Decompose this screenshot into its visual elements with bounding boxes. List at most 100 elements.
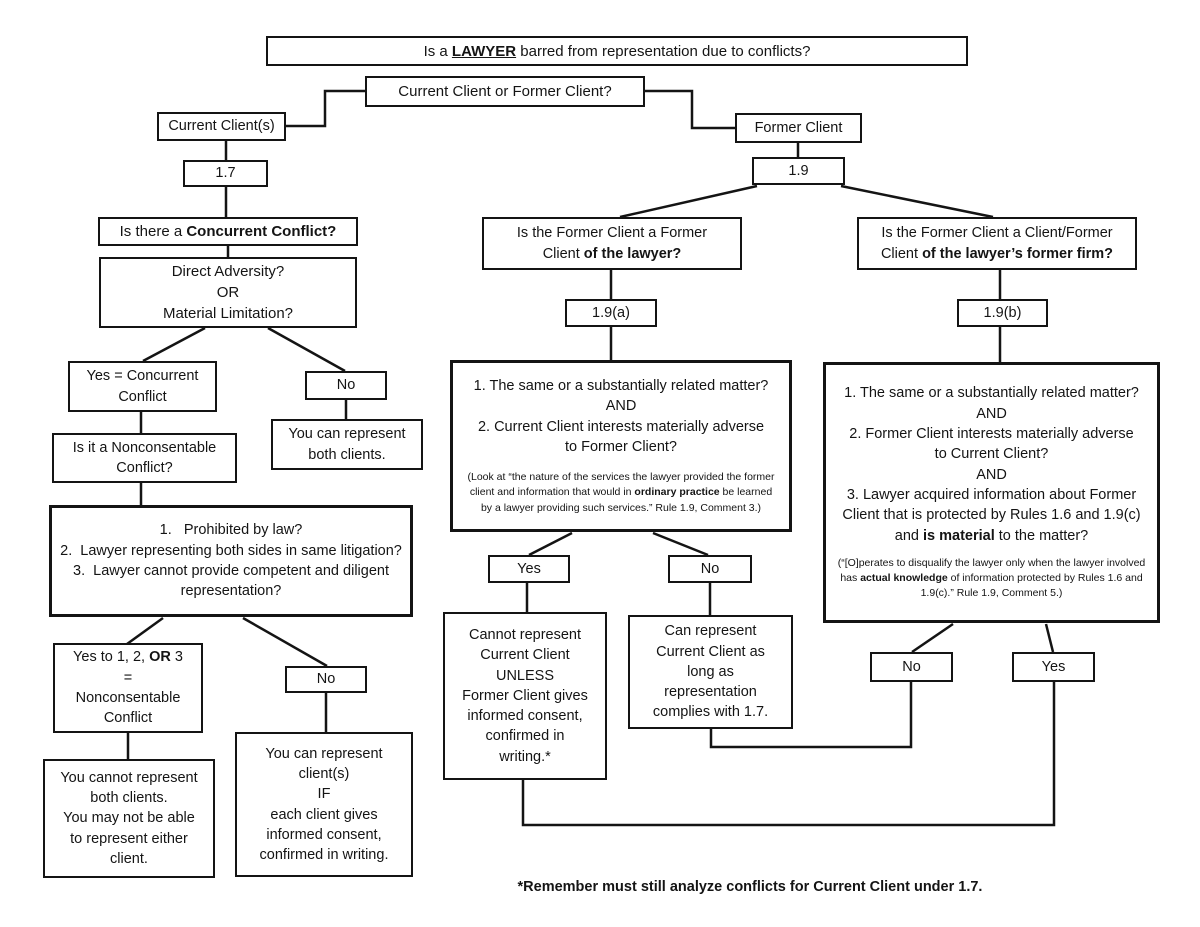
cannot-represent-both-text: You cannot represent both clients. You m… (60, 769, 198, 867)
connector-19-to-lawyer-q (619, 184, 758, 219)
test-3: 3. Lawyer cannot provide competent and d… (73, 563, 389, 600)
criteria-19b-note-text-2: of information protected by Rules 1.6 an… (920, 572, 1143, 600)
criteria-19b-item3-text-2: to the matter? (994, 527, 1089, 544)
yes-19a-label: Yes (517, 560, 541, 577)
current-client-label: Current Client(s) (168, 118, 275, 135)
criteria-19a-and: AND (605, 398, 637, 415)
connector-cannot-represent-to-19b-yes (521, 682, 1056, 827)
criteria-19a-note: (Look at “the nature of the services the… (459, 470, 783, 516)
rule-19b-label: 1.9(b) (983, 304, 1022, 321)
lawyer-q-line1: Is the Former Client a Former (516, 225, 708, 242)
connector-tests-to-yes123 (126, 616, 164, 646)
consent-result-text: You can represent client(s) IF each clie… (259, 745, 389, 864)
firm-q-line2: Client (880, 245, 923, 262)
adversity-text: Direct Adversity? OR Material Limitation… (162, 263, 294, 322)
node-firm-question: Is the Former Client a Client/Former Cli… (857, 217, 1137, 270)
node-no-concurrent: No (305, 371, 387, 400)
node-can-represent-current: Can represent Current Client as long as … (628, 615, 793, 729)
rule-17-label: 1.7 (215, 165, 236, 182)
node-19a-criteria: 1. The same or a substantially related m… (450, 360, 792, 532)
lawyer-q-emphasis: of the lawyer? (583, 245, 682, 262)
criteria-19b-and2: AND (976, 466, 1007, 483)
footnote-text: *Remember must still analyze conflicts f… (517, 879, 983, 895)
connector-adversity-to-yes (142, 326, 206, 363)
node-cannot-represent-current: Cannot represent Current Client UNLESS F… (443, 612, 607, 780)
connector-19-to-firm-q (840, 184, 994, 219)
connector-adversity-to-no (267, 326, 346, 373)
criteria-19b-item3-emphasis: is material (922, 527, 995, 544)
node-nonconsentable-question: Is it a Nonconsentable Conflict? (52, 433, 237, 483)
criteria-19b-item2: 2. Former Client interests materially ad… (849, 426, 1134, 463)
criteria-19b-note-emphasis: actual knowledge (860, 572, 948, 585)
node-current-client: Current Client(s) (157, 112, 286, 141)
yes-123-text: Yes to 1, 2, (73, 649, 150, 666)
yes-123-emphasis: OR (149, 649, 171, 666)
connector-tests-to-no (242, 616, 328, 668)
criteria-19a-note-emphasis: ordinary practice (634, 486, 720, 499)
criteria-19a-note-text-2: be learned by a lawyer providing such se… (480, 486, 773, 514)
node-title: Is a LAWYER barred from representation d… (266, 36, 968, 66)
criteria-19b-item1: 1. The same or a substantially related m… (844, 385, 1139, 402)
node-yes-concurrent: Yes = Concurrent Conflict (68, 361, 217, 412)
nonconsentable-q-text: Is it a Nonconsentable Conflict? (72, 439, 217, 476)
node-no-nonconsentable: No (285, 666, 367, 693)
criteria-19b-item3: 3. Lawyer acquired information about For… (832, 485, 1151, 546)
root-question-text: Current Client or Former Client? (398, 83, 612, 100)
node-rule-19a: 1.9(a) (565, 299, 657, 327)
no-concurrent-label: No (336, 377, 356, 394)
node-19b-no: No (870, 652, 953, 682)
node-19a-yes: Yes (488, 555, 570, 583)
firm-q-emphasis: of the lawyer’s former firm? (922, 245, 1114, 262)
node-19a-no: No (668, 555, 752, 583)
concurrent-q-emphasis: Concurrent Conflict? (186, 223, 337, 240)
title-text: Is a (423, 42, 452, 60)
node-former-client: Former Client (735, 113, 862, 143)
node-lawyer-question: Is the Former Client a Former Client of … (482, 217, 742, 270)
criteria-19b-note: (“[O]perates to disqualify the lawyer on… (832, 556, 1151, 602)
criteria-19b-item3-text: 3. Lawyer acquired information about For… (842, 486, 1141, 544)
concurrent-q-text: Is there a (119, 223, 187, 240)
connector-19b-criteria-to-no (911, 622, 954, 654)
node-represent-both: You can represent both clients. (271, 419, 423, 470)
can-represent-current-text: Can represent Current Client as long as … (652, 623, 769, 721)
node-root-question: Current Client or Former Client? (365, 76, 645, 107)
criteria-19b-and1: AND (976, 405, 1007, 422)
connector-19b-criteria-to-yes (1044, 623, 1055, 653)
lawyer-q-line2: Client (542, 245, 584, 262)
title-emphasis: LAWYER (451, 42, 517, 60)
node-yes-123: Yes to 1, 2, OR 3 = Nonconsentable Confl… (53, 643, 203, 733)
yes-123-text-2: 3 (170, 649, 183, 666)
represent-both-text: You can represent both clients. (288, 426, 406, 463)
criteria-19a-item1: 1. The same or a substantially related m… (473, 378, 769, 395)
node-rule-19: 1.9 (752, 157, 845, 185)
node-adversity: Direct Adversity? OR Material Limitation… (99, 257, 357, 328)
yes-123-rest: = Nonconsentable Conflict (75, 669, 181, 727)
test-2: 2. Lawyer representing both sides in sam… (60, 542, 402, 559)
node-concurrent-question: Is there a Concurrent Conflict? (98, 217, 358, 246)
yes-19b-label: Yes (1041, 658, 1066, 675)
node-19b-criteria: 1. The same or a substantially related m… (823, 362, 1160, 623)
footnote: *Remember must still analyze conflicts f… (430, 879, 1070, 895)
no-nonconsentable-label: No (316, 671, 336, 688)
connector-19a-criteria-to-yes (528, 531, 573, 557)
connector-root-to-former (645, 89, 735, 130)
cannot-represent-current-text: Cannot represent Current Client UNLESS F… (462, 626, 588, 765)
no-19a-label: No (700, 560, 720, 577)
test-1: 1. Prohibited by law? (159, 522, 303, 539)
criteria-19a-item2: 2. Current Client interests materially a… (477, 418, 765, 455)
connector-19a-criteria-to-no (652, 531, 709, 557)
node-consent-result: You can represent client(s) IF each clie… (235, 732, 413, 877)
connector-can-represent-to-19b-no (709, 682, 913, 749)
firm-q-line1: Is the Former Client a Client/Former (881, 225, 1113, 242)
yes-concurrent-text: Yes = Concurrent Conflict (86, 368, 199, 405)
criteria-19b-note-text: (“[O]perates to disqualify the lawyer on… (837, 556, 1146, 585)
no-19b-label: No (902, 658, 921, 675)
node-cannot-represent-both: You cannot represent both clients. You m… (43, 759, 215, 878)
criteria-19a-note-text: (Look at “the nature of the services the… (467, 471, 775, 499)
title-text-2: barred from representation due to confli… (516, 42, 811, 60)
rule-19-label: 1.9 (788, 162, 809, 179)
node-19b-yes: Yes (1012, 652, 1095, 682)
node-nonconsentable-tests: 1. Prohibited by law? 2. Lawyer represen… (49, 505, 413, 617)
